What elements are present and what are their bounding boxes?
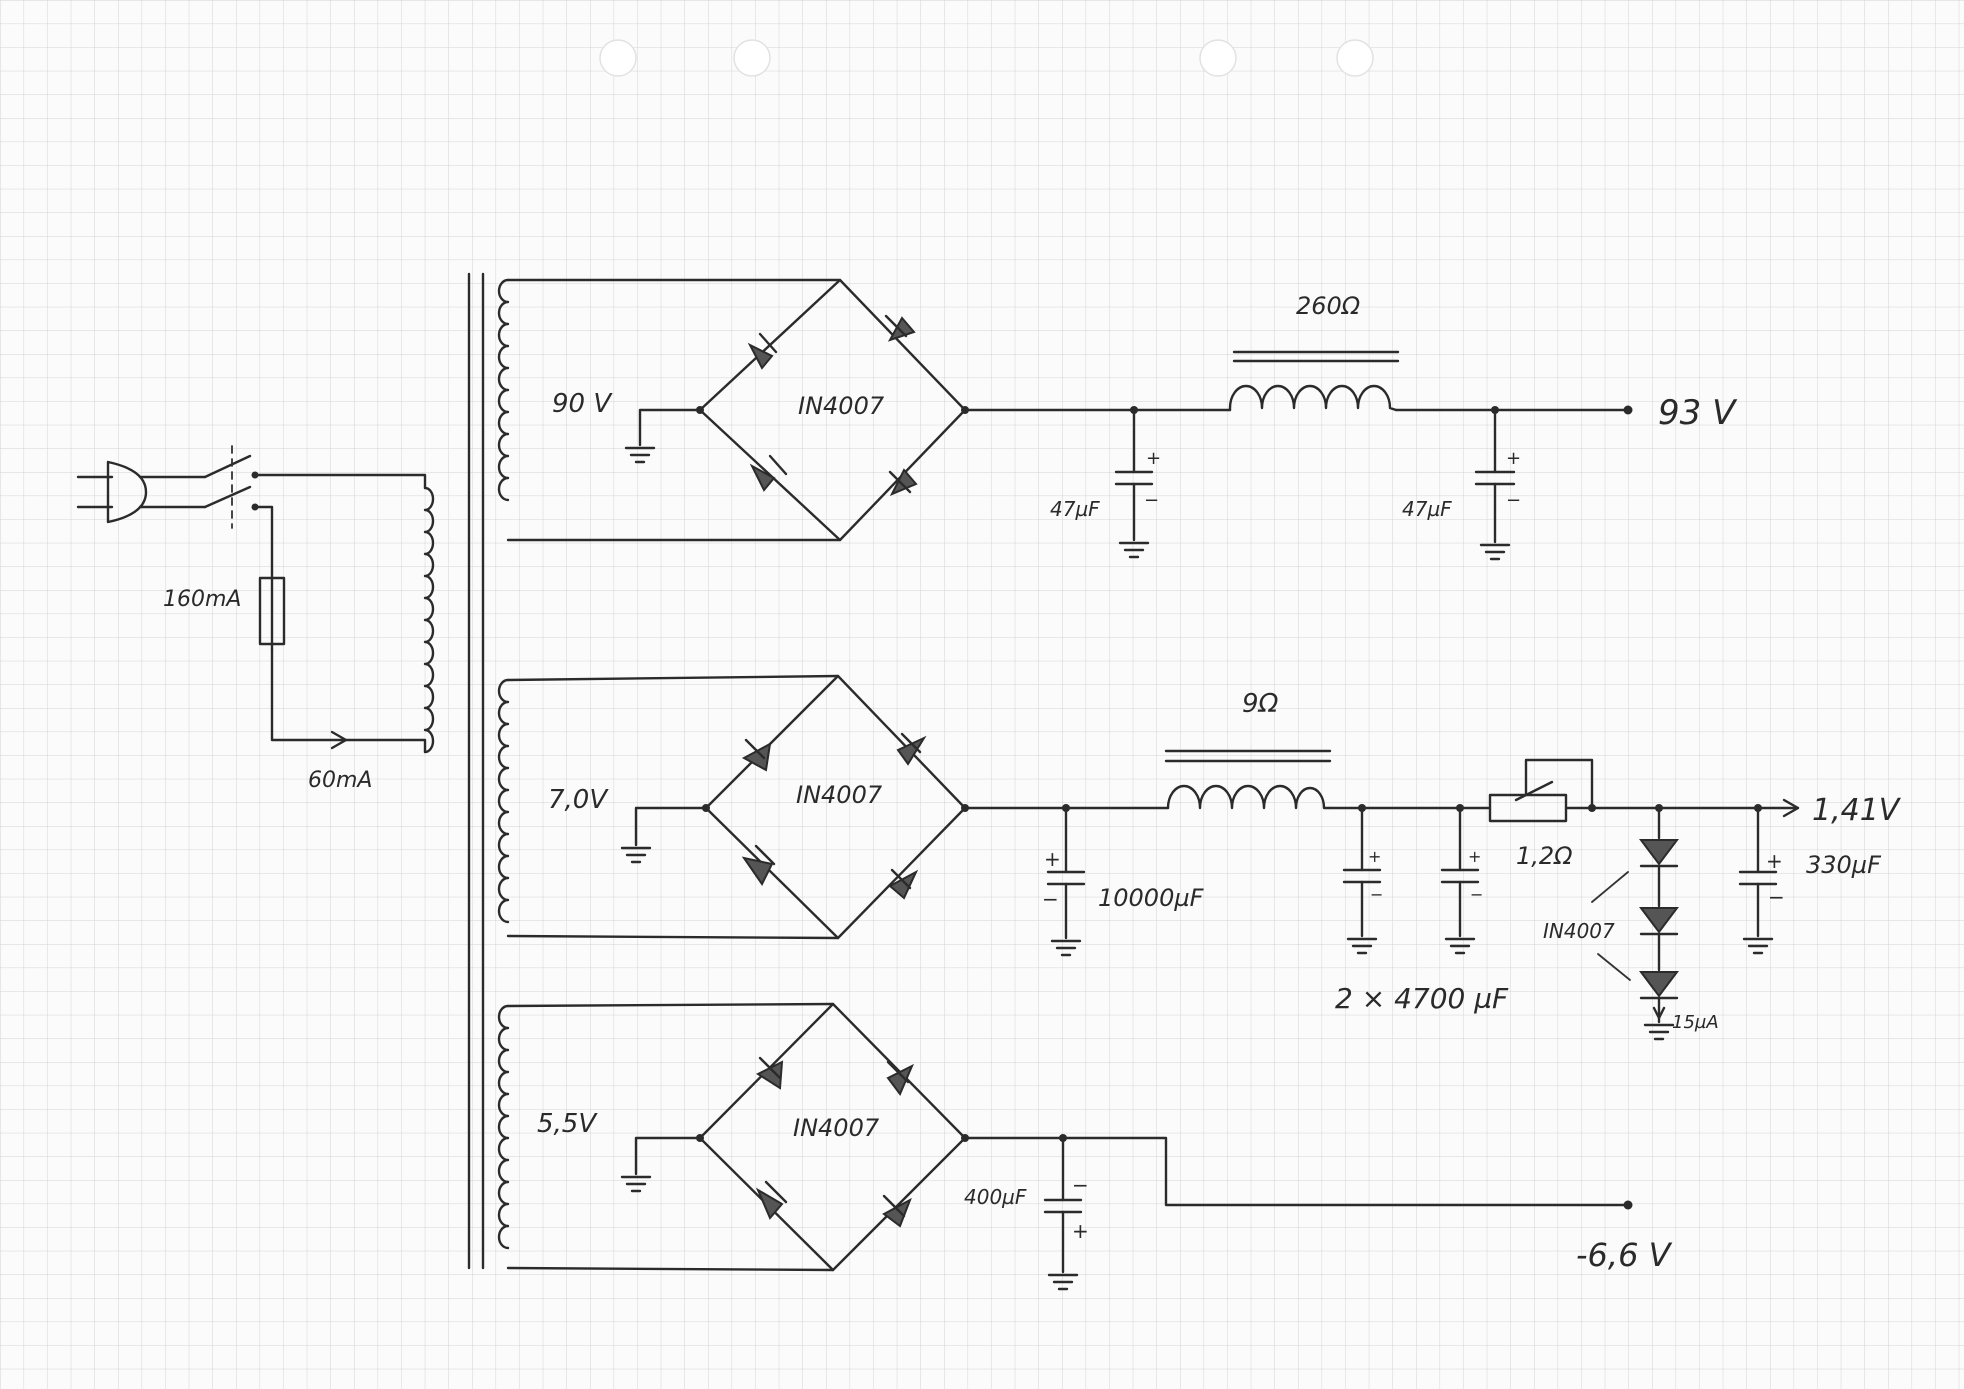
current-arrow-icon	[330, 730, 348, 750]
svg-text:−: −	[1506, 490, 1521, 511]
bias-output-terminal	[1623, 1200, 1633, 1210]
binder-holes	[599, 39, 1374, 77]
svg-text:+: +	[1146, 448, 1161, 469]
svg-text:+: +	[1766, 849, 1783, 873]
transformer-primary-winding	[423, 486, 435, 754]
filament-cap-main-label: 10000µF	[1098, 884, 1205, 912]
filament-bridge-ground-wire	[634, 806, 708, 847]
bias-secondary-winding	[497, 1002, 835, 1272]
hv-bridge-ground-wire	[638, 408, 702, 447]
filament-output-label: 1,41V	[1812, 793, 1902, 828]
hv-cap2-label: 47µF	[1402, 497, 1452, 521]
filament-cap-pair-label: 2 × 4700 µF	[1335, 982, 1509, 1015]
hv-bridge-label: IN4007	[798, 392, 885, 420]
filament-cap-main: + −	[1042, 804, 1086, 957]
svg-text:+: +	[1506, 448, 1521, 469]
fuse-rating-label: 160mA	[163, 587, 241, 612]
primary-live-wire	[253, 473, 427, 490]
hv-output-terminal	[1623, 405, 1633, 415]
filament-cap-out: + −	[1738, 804, 1785, 955]
filament-diode-chain-label: IN4007	[1543, 919, 1615, 943]
filament-resistor-label: 1,2Ω	[1516, 842, 1573, 870]
svg-text:+: +	[1044, 847, 1061, 871]
filament-cap-out-label: 330µF	[1806, 851, 1882, 879]
bias-secondary-voltage-label: 5,5V	[537, 1109, 598, 1139]
hv-cap1-label: 47µF	[1050, 497, 1100, 521]
mains-plug	[76, 460, 207, 524]
filament-diode-current-label: 15µA	[1672, 1012, 1719, 1033]
svg-text:−: −	[1072, 1173, 1089, 1197]
svg-text:+: +	[1368, 847, 1381, 866]
hv-choke-label: 260Ω	[1296, 292, 1361, 320]
primary-return-wire	[270, 648, 427, 754]
svg-text:−: −	[1768, 885, 1785, 909]
filament-secondary-voltage-label: 7,0V	[548, 785, 609, 815]
bias-bridge-ground-wire	[634, 1136, 702, 1176]
svg-text:+: +	[1468, 847, 1481, 866]
filament-output-arrow-icon	[1782, 798, 1800, 818]
svg-text:−: −	[1042, 887, 1059, 911]
hv-secondary-winding	[497, 278, 842, 542]
bias-cap: − +	[1043, 1134, 1089, 1291]
svg-text:−: −	[1144, 490, 1159, 511]
primary-neutral-wire	[253, 505, 274, 574]
filament-choke-label: 9Ω	[1242, 689, 1279, 719]
transformer-core	[467, 272, 485, 1270]
primary-current-label: 60mA	[308, 768, 372, 793]
bias-cap-label: 400µF	[964, 1185, 1027, 1209]
svg-text:−: −	[1470, 885, 1483, 904]
filament-cap-pair: + − + −	[1342, 804, 1483, 955]
filament-diode-chain	[1591, 804, 1679, 1041]
hv-cap1: + −	[1114, 406, 1161, 559]
hv-cap2: + −	[1474, 406, 1521, 561]
bias-bridge-rectifier	[696, 1002, 969, 1272]
svg-text:+: +	[1072, 1219, 1089, 1243]
fuse	[258, 570, 286, 652]
hv-secondary-voltage-label: 90 V	[552, 389, 613, 419]
filament-choke	[1164, 749, 1332, 810]
filament-secondary-winding	[497, 674, 840, 940]
bias-output-label: -6,6 V	[1576, 1236, 1673, 1274]
bias-bridge-label: IN4007	[793, 1114, 880, 1142]
hv-choke	[1228, 350, 1400, 412]
svg-text:−: −	[1370, 885, 1383, 904]
hv-output-label: 93 V	[1658, 393, 1738, 433]
filament-bridge-label: IN4007	[796, 781, 883, 809]
